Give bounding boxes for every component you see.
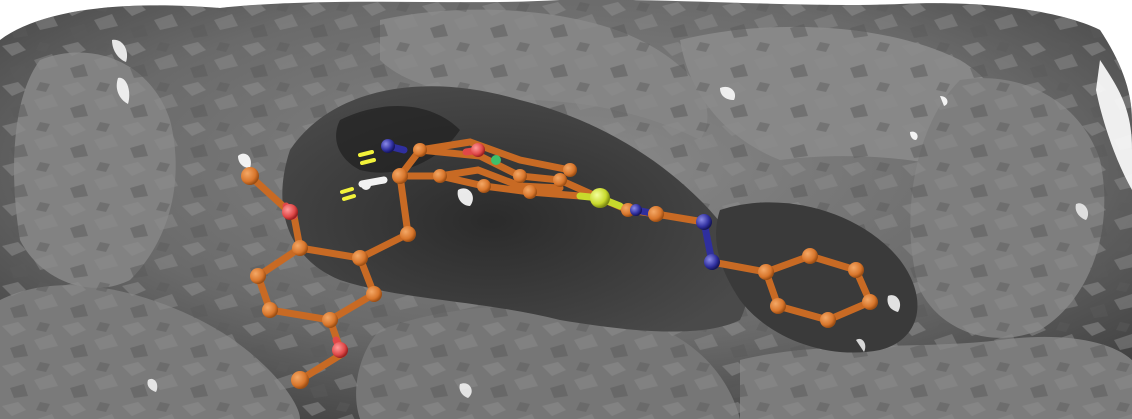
- ligand-oxygen-atoms: [282, 143, 485, 358]
- ligand-carbon-atoms: [241, 143, 878, 389]
- ligand-sulfur-atoms: [590, 188, 610, 208]
- ligand-hydrogen-atoms: [361, 180, 371, 190]
- hydrogen-bond-dashes: [340, 150, 376, 201]
- ligand-halogen-atoms: [491, 155, 501, 165]
- ligand-nitrogen-atoms: [381, 139, 720, 270]
- surface-highlights: [112, 39, 1089, 398]
